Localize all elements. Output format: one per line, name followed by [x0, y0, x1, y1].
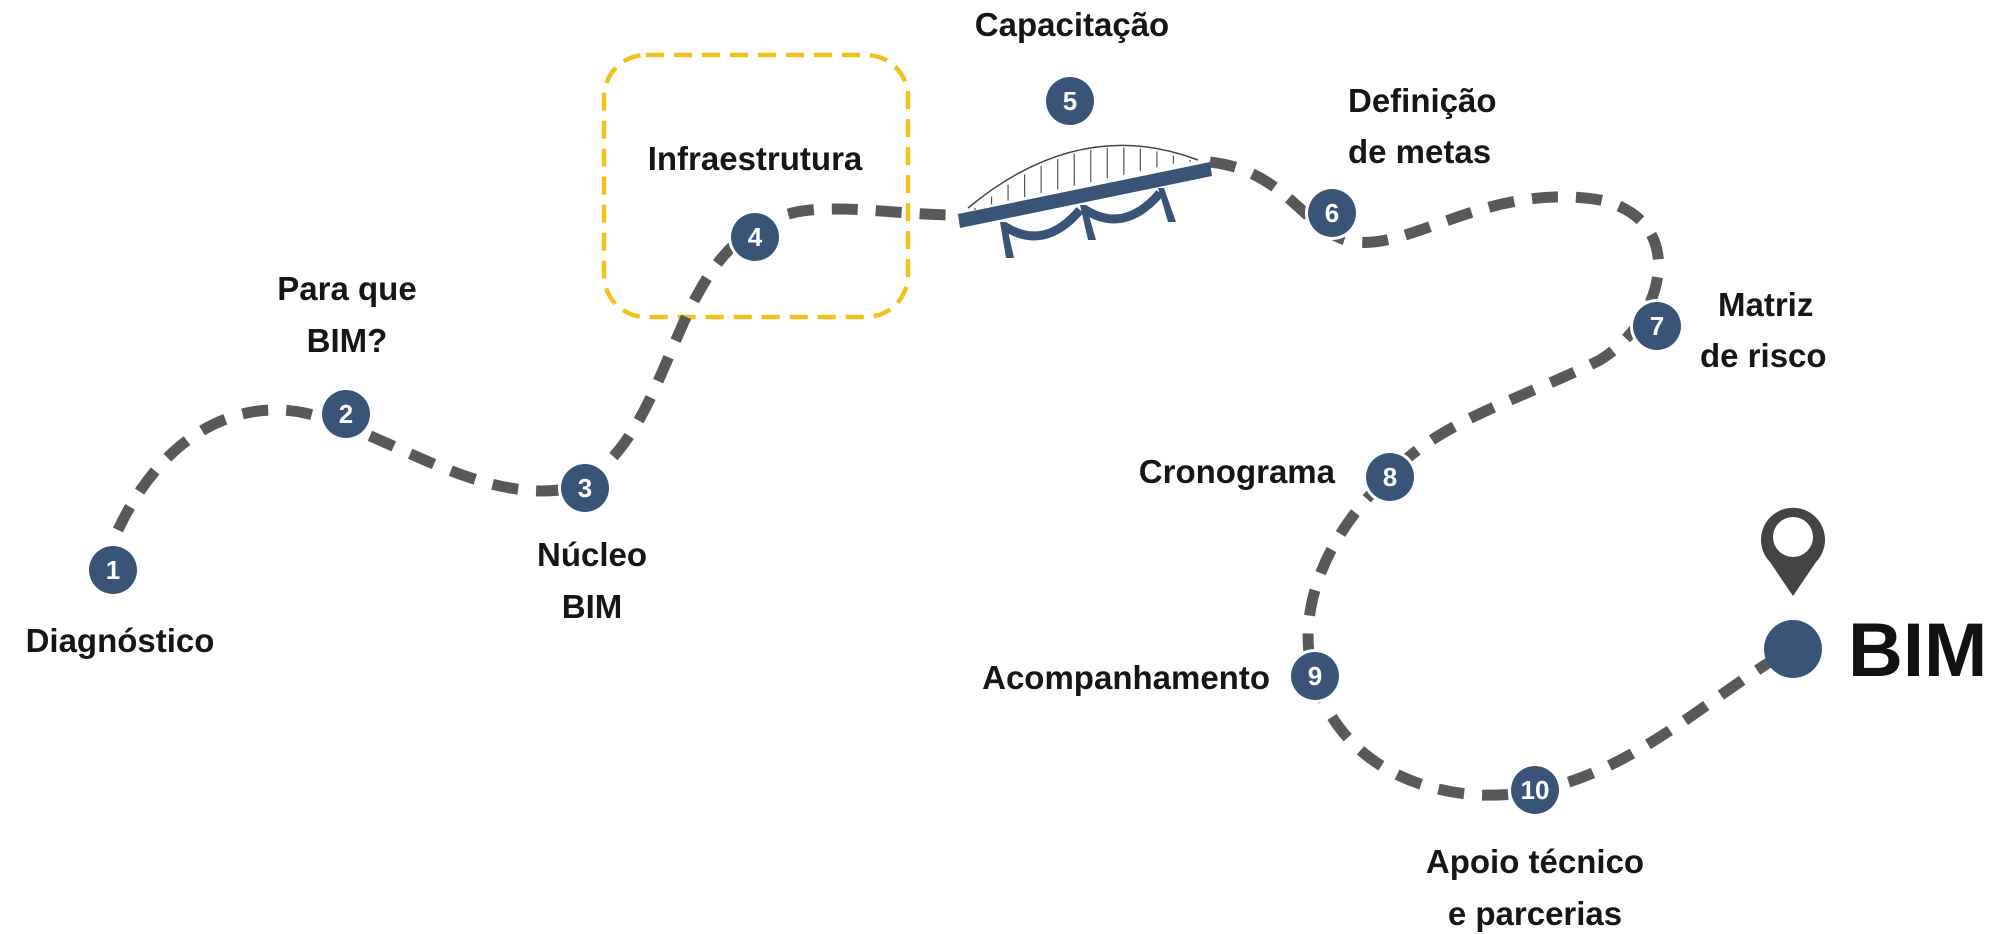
- path-segment-1: [113, 203, 961, 533]
- step-label-line: Para que: [277, 270, 416, 307]
- step-label-line: Diagnóstico: [26, 622, 215, 659]
- step-8: 8 Cronograma: [1139, 450, 1417, 504]
- step-number: 1: [106, 555, 120, 585]
- step-node: [1046, 77, 1094, 125]
- bridge-deck: [958, 162, 1212, 228]
- bridge-underarch: [1081, 190, 1164, 224]
- step-label-line: Matriz: [1718, 286, 1813, 323]
- step-label-line: e parcerias: [1448, 895, 1622, 932]
- bridge-pillar: [1158, 188, 1176, 222]
- destination-label: BIM: [1848, 608, 1987, 693]
- step-node: [1291, 652, 1339, 700]
- step-number: 7: [1650, 311, 1664, 341]
- step-node: [731, 213, 779, 261]
- step-label-line: Cronograma: [1139, 453, 1336, 490]
- step-7: 7 Matriz de risco: [1630, 286, 1827, 374]
- bridge-underarch: [1001, 207, 1084, 241]
- step-number: 10: [1521, 775, 1550, 805]
- step-node: [322, 390, 370, 438]
- map-pin-icon: [1760, 507, 1825, 596]
- step-number: 3: [578, 473, 592, 503]
- bridge-icon: [958, 144, 1212, 258]
- step-label-line: Apoio técnico: [1426, 843, 1644, 880]
- step-label-line: Definição: [1348, 82, 1497, 119]
- step-label-line: Capacitação: [975, 6, 1169, 43]
- step-number: 5: [1063, 86, 1077, 116]
- step-label-line: BIM?: [307, 322, 388, 359]
- step-5: 5 Capacitação: [975, 6, 1169, 128]
- step-9: 9 Acompanhamento: [982, 649, 1342, 703]
- step-number: 9: [1308, 661, 1322, 691]
- step-node: [561, 464, 609, 512]
- step-6: 6 Definição de metas: [1305, 82, 1497, 240]
- step-node: [89, 546, 137, 594]
- step-number: 8: [1383, 462, 1397, 492]
- step-label-line: de metas: [1348, 133, 1491, 170]
- step-label-line: Infraestrutura: [648, 140, 863, 177]
- step-number: 6: [1325, 198, 1339, 228]
- step-node: [1308, 189, 1356, 237]
- destination-dot: [1764, 620, 1822, 678]
- step-label-line: de risco: [1700, 337, 1827, 374]
- step-label-line: BIM: [562, 588, 623, 625]
- step-node: [1511, 766, 1559, 814]
- pin-hole: [1773, 517, 1813, 557]
- roadmap-path: [113, 156, 1793, 801]
- step-number: 4: [748, 222, 763, 252]
- step-node: [1366, 453, 1414, 501]
- destination: BIM: [1760, 507, 1987, 693]
- highlight-frame: [601, 52, 911, 320]
- step-label-line: Acompanhamento: [982, 659, 1270, 696]
- step-4: 4 Infraestrutura: [648, 140, 863, 264]
- step-label-line: Núcleo: [537, 536, 647, 573]
- step-number: 2: [339, 399, 353, 429]
- bridge-arch: [967, 144, 1199, 209]
- step-node: [1633, 302, 1681, 350]
